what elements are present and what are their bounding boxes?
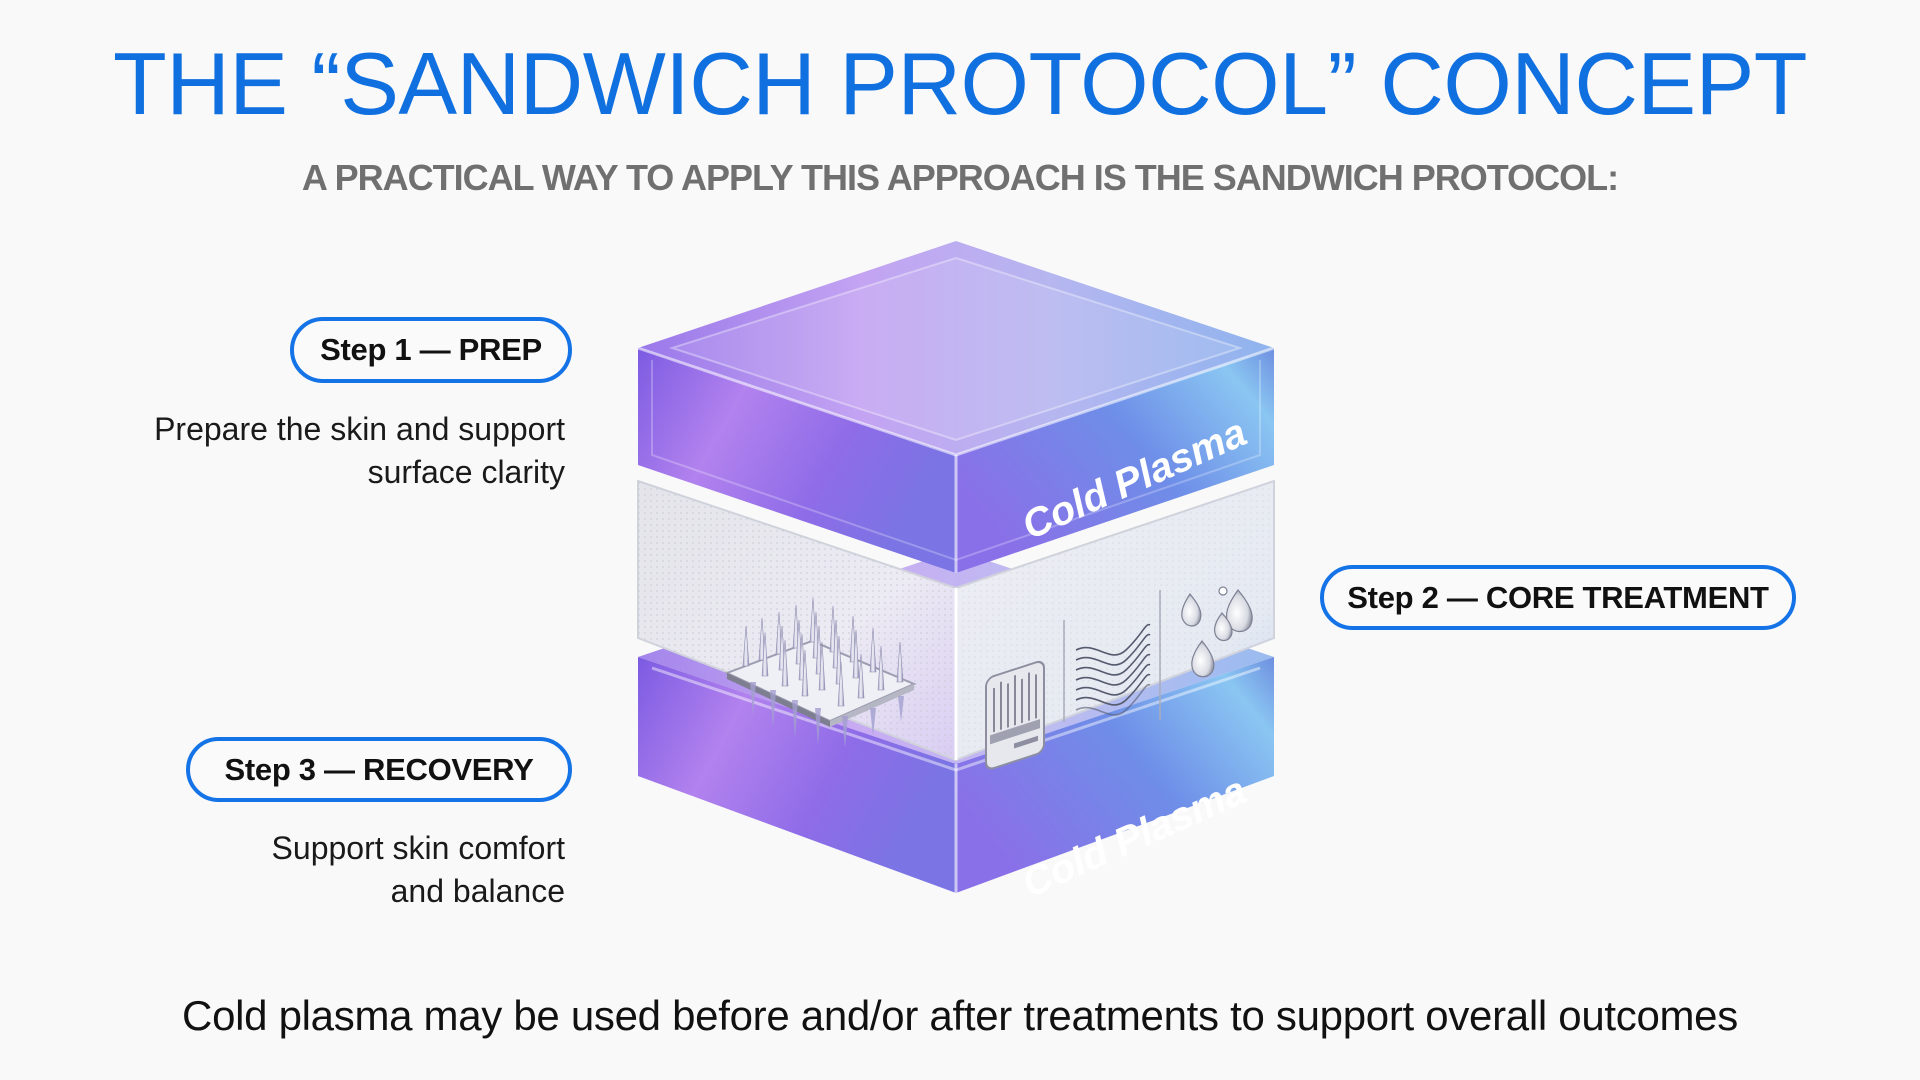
bottom-layer-left-face <box>638 657 956 893</box>
top-layer-right-face <box>956 348 1274 573</box>
step-3-recovery-pill: Step 3 — RECOVERY <box>186 737 572 802</box>
step-2-core-treatment-pill: Step 2 — CORE TREATMENT <box>1320 565 1796 630</box>
step-3-description-line-2: and balance <box>390 873 565 909</box>
middle-treatment-layer <box>637 479 1275 770</box>
step-3-description-line-1: Support skin comfort <box>271 830 565 866</box>
top-layer-left-face <box>638 348 956 573</box>
needle-cartridge-icon <box>985 660 1045 770</box>
step-1-description-line-1: Prepare the skin and support <box>154 411 565 447</box>
step-1-prep-pill: Step 1 — PREP <box>290 317 572 383</box>
footer-note: Cold plasma may be used before and/or af… <box>182 992 1738 1039</box>
page-subtitle: A PRACTICAL WAY TO APPLY THIS APPROACH I… <box>301 157 1619 198</box>
step-1-description: Prepare the skin and support surface cla… <box>45 408 565 494</box>
wave-energy-icon <box>1075 623 1151 716</box>
bottom-layer-right-face <box>956 657 1274 893</box>
page-title: THE “SANDWICH PROTOCOL” CONCEPT <box>112 34 1808 133</box>
microneedle-plate-icon <box>724 597 917 748</box>
step-1-description-line-2: surface clarity <box>367 454 565 490</box>
top-plasma-layer: Cold Plasma <box>637 241 1275 573</box>
step-3-description: Support skin comfort and balance <box>45 827 565 913</box>
water-droplets-icon <box>1181 586 1253 678</box>
